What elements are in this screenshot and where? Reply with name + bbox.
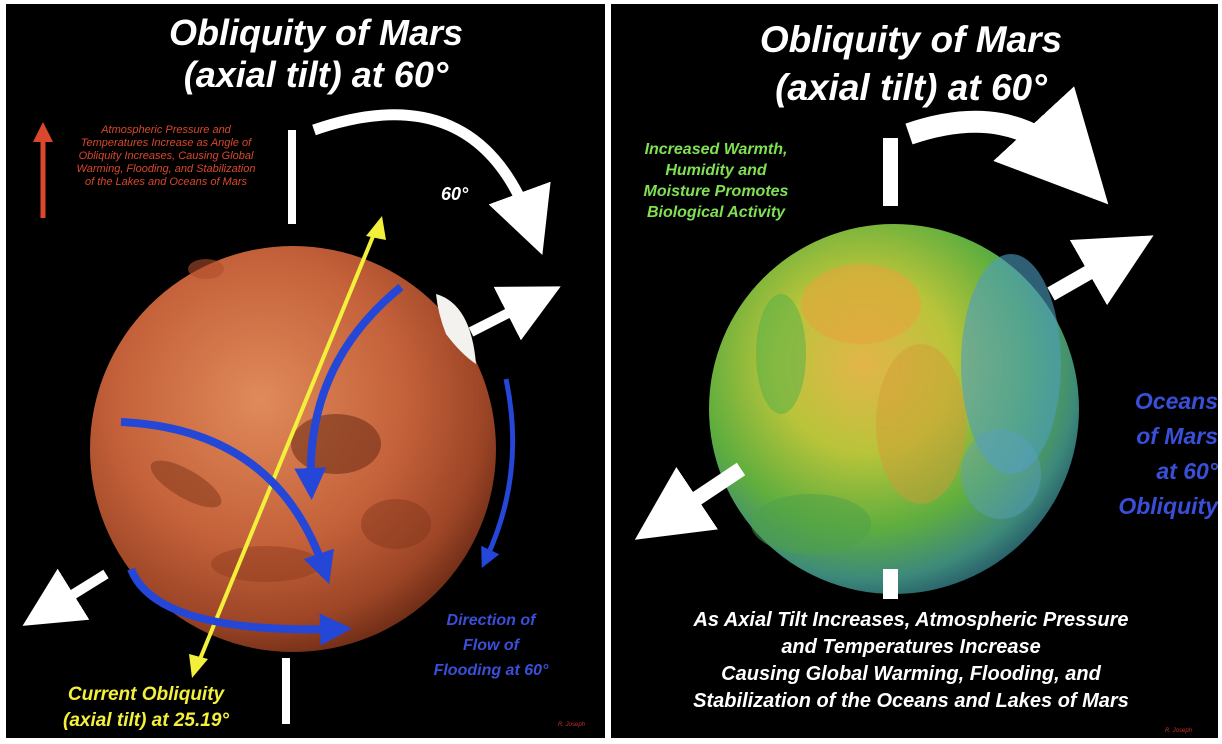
right-up-arrow [1047,235,1154,306]
left-title-line1: Obliquity of Mars [168,12,463,53]
flooding-line1: Direction of [446,612,536,629]
oceans-line2: of Mars [1136,423,1218,449]
caption-line1: As Axial Tilt Increases, Atmospheric Pre… [693,609,1129,631]
flow-arrow-3 [127,567,352,646]
left-red-note: Atmospheric Pressure and Temperatures In… [76,124,256,188]
caption-line2: and Temperatures Increase [781,636,1041,658]
right-tilt-arc-arrow [905,86,1109,205]
right-illustration [634,86,1154,599]
current-obliquity-line2: (axial tilt) at 25.19° [63,710,229,731]
flow-arrow-2 [294,283,404,500]
axis-arrow-bottom [189,654,208,678]
current-obliquity-line1: Current Obliquity [67,684,225,705]
green-line4: Biological Activity [646,204,786,221]
top-axis-tick [288,130,296,224]
right-white-arrow [468,286,561,341]
caption-line4: Stabilization of the Oceans and Lakes of… [693,690,1129,712]
polar-cap [436,294,476,364]
green-line1: Increased Warmth, [644,141,788,158]
green-line3: Moisture Promotes [643,183,789,200]
green-note: Increased Warmth, Humidity and Moisture … [611,139,836,223]
oceans-line1: Oceans [1134,388,1218,414]
right-title-line2: (axial tilt) at 60° [775,67,1047,108]
bottom-axis-tick [282,658,290,724]
right-title-line1: Obliquity of Mars [759,19,1063,60]
flooding-line3: Flooding at 60° [433,662,549,679]
bottom-caption: As Axial Tilt Increases, Atmospheric Pre… [611,607,1211,715]
right-panel: Obliquity of Mars (axial tilt) at 60° In… [611,4,1218,738]
axis-arrow-top [366,216,386,240]
flooding-label: Direction of Flow of Flooding at 60° [401,608,581,683]
oceans-label: Oceans of Mars at 60° Obliquity [1081,384,1218,524]
flow-arrow-4 [481,378,516,569]
right-credit: R. Joseph [1165,728,1193,734]
left-title-line2: (axial tilt) at 60° [183,54,449,95]
right-title: Obliquity of Mars (axial tilt) at 60° [691,16,1131,112]
right-down-arrow [634,462,746,540]
left-white-arrow [22,568,109,626]
oceans-line4: Obliquity [1118,493,1218,519]
left-illustration [22,109,561,724]
oceans-line3: at 60° [1156,458,1218,484]
tilt-arc-arrow [312,109,551,255]
caption-line3: Causing Global Warming, Flooding, and [721,663,1101,685]
flooding-line2: Flow of [463,637,519,654]
flow-arrow-1 [120,418,334,585]
left-credit: R. Joseph [558,722,586,728]
left-title: Obliquity of Mars (axial tilt) at 60° [106,12,526,96]
left-panel: Obliquity of Mars (axial tilt) at 60° At… [6,4,605,738]
right-top-tick [883,138,898,206]
current-axis-line [196,228,378,665]
right-bottom-tick [883,569,898,599]
green-line2: Humidity and [665,162,767,179]
angle-label: 60° [441,184,469,204]
current-obliquity-label: Current Obliquity (axial tilt) at 25.19° [26,682,266,734]
